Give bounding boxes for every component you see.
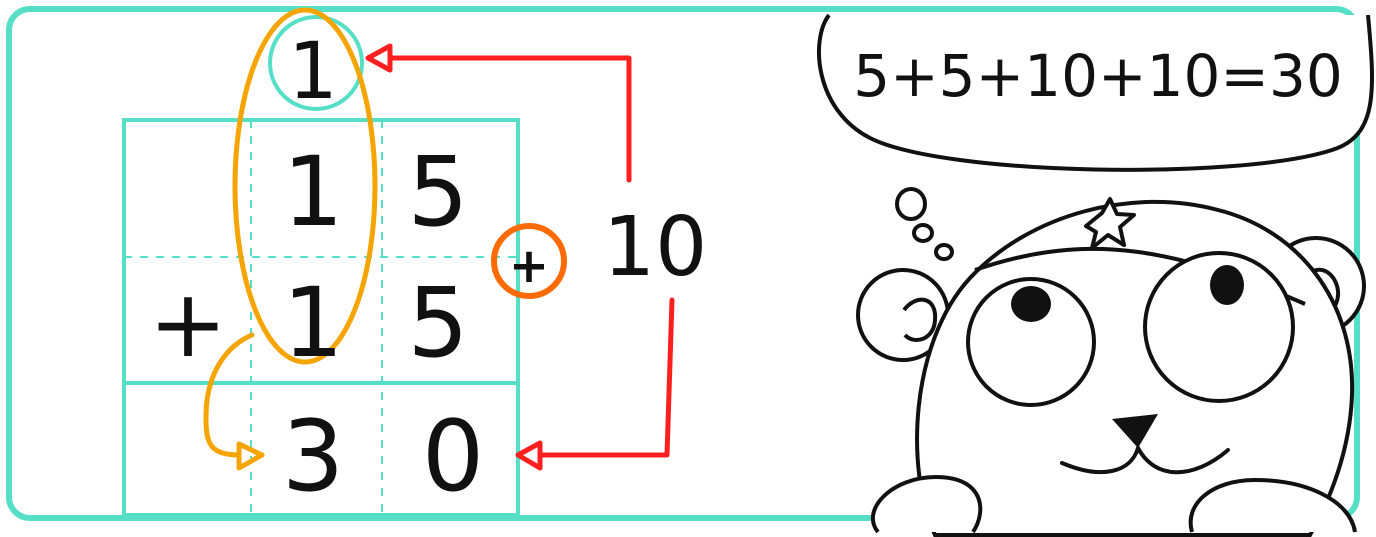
bear-right-pupil [1210, 265, 1244, 305]
bear-left-eye [966, 277, 1096, 407]
bear-left-ear-inner [902, 297, 938, 342]
row2-ones: 5 [407, 267, 468, 379]
bear-right-eye [1143, 251, 1295, 403]
plus-circle [491, 223, 567, 299]
plus-symbol: + [509, 238, 549, 294]
bear-character [856, 197, 1366, 537]
row1-ones: 5 [407, 136, 468, 248]
bear-left-paw [870, 474, 983, 534]
bear-nose [1112, 414, 1158, 448]
row1-tens: 1 [282, 136, 343, 248]
thought-bubble [817, 13, 1374, 172]
thought-dot-large [895, 187, 927, 221]
carry-digit: 1 [288, 27, 338, 117]
thought-dot-small [934, 243, 954, 261]
addition-grid [122, 118, 520, 517]
thought-dot-medium [912, 223, 934, 243]
bear-left-pupil [1011, 286, 1051, 322]
bear-mouth [1060, 442, 1230, 475]
red-arrowhead-bottom [515, 440, 543, 471]
carry-arrow-path [203, 332, 255, 458]
thought-equation: 5+5+10+10=30 [853, 42, 1343, 110]
tens-oval [232, 7, 378, 365]
bear-star-badge [1084, 197, 1136, 250]
red-arrow-top [387, 55, 632, 183]
ten-label: 10 [603, 200, 707, 295]
result-ones: 0 [422, 400, 484, 514]
plus-operator: + [149, 270, 228, 379]
carry-circle [268, 15, 364, 111]
result-tens: 3 [282, 400, 344, 514]
row2-tens: 1 [282, 267, 343, 379]
bear-right-paw [1188, 477, 1357, 533]
red-arrowhead-top [365, 43, 393, 73]
red-arrow-bottom [537, 297, 675, 458]
carry-arrow-head [236, 441, 265, 471]
